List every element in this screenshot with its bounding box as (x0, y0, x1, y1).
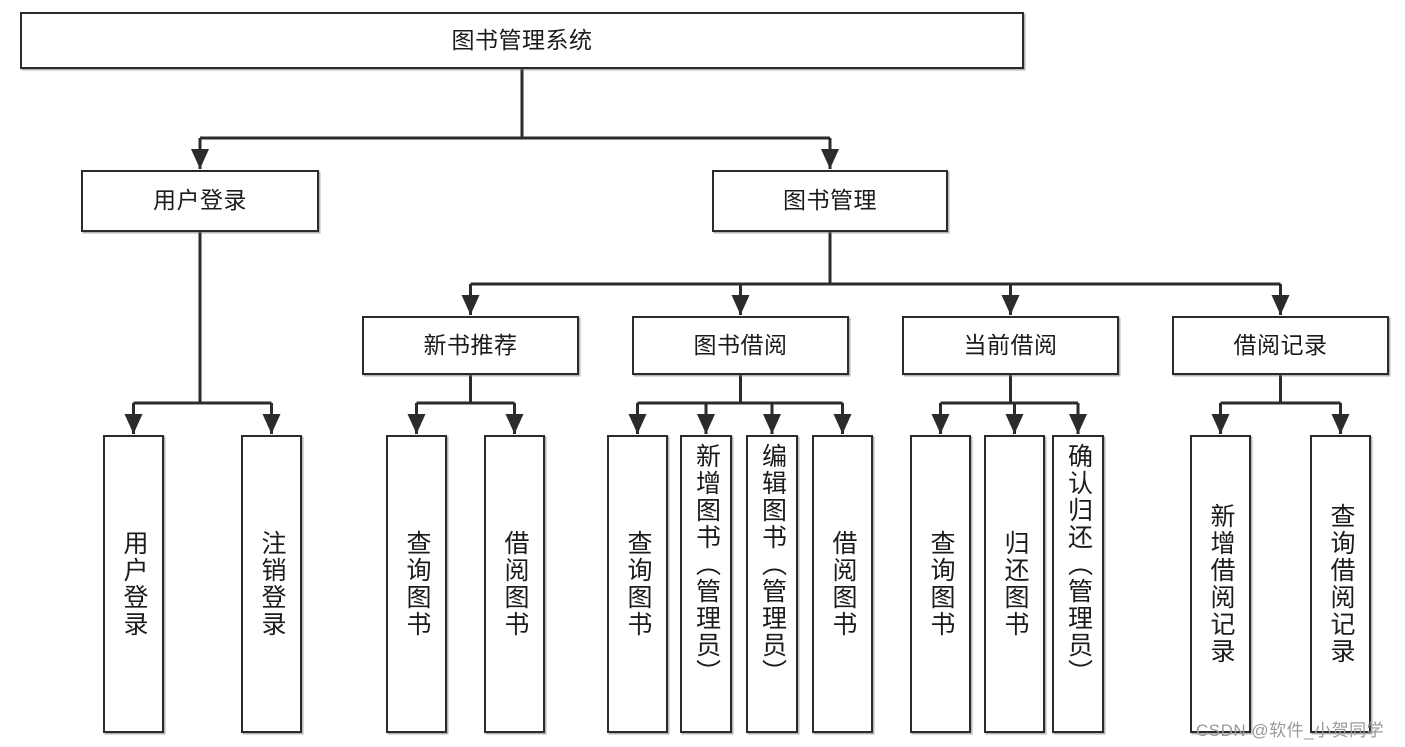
node-leaf_borrow_book_1[interactable]: 借阅图书 (484, 435, 545, 733)
arrowhead (461, 295, 480, 315)
node-label: 用户登录 (120, 530, 148, 638)
node-leaf_user_login[interactable]: 用户登录 (103, 435, 164, 733)
node-leaf_add_book[interactable]: 新增图书（管理员） (680, 435, 732, 733)
node-label: 查询图书 (403, 530, 431, 638)
node-label: 当前借阅 (963, 331, 1058, 358)
arrowhead (1005, 414, 1024, 434)
node-label: 查询借阅记录 (1327, 503, 1355, 665)
node-label: 编辑图书（管理员） (758, 443, 787, 686)
node-leaf_query_book_1[interactable]: 查询图书 (386, 435, 447, 733)
node-leaf_return_book[interactable]: 归还图书 (984, 435, 1045, 733)
node-current_borrow[interactable]: 当前借阅 (902, 316, 1119, 375)
arrowhead (1069, 414, 1087, 434)
arrowhead (821, 149, 839, 169)
arrowhead (1271, 295, 1290, 315)
arrowhead (505, 414, 524, 434)
node-label: 新增借阅记录 (1207, 503, 1235, 665)
node-label: 新增图书（管理员） (692, 443, 721, 686)
node-label: 确认归还（管理员） (1064, 443, 1093, 686)
node-leaf_edit_book[interactable]: 编辑图书（管理员） (746, 435, 798, 733)
node-label: 借阅记录 (1233, 331, 1328, 358)
arrowhead (697, 414, 715, 434)
node-label: 注销登录 (258, 530, 286, 638)
arrowhead (1001, 295, 1020, 315)
node-label: 用户登录 (153, 187, 247, 214)
arrowhead (124, 414, 143, 434)
node-leaf_query_book_3[interactable]: 查询图书 (910, 435, 971, 733)
node-label: 新书推荐 (423, 331, 518, 358)
node-root[interactable]: 图书管理系统 (20, 12, 1024, 69)
node-leaf_borrow_book_2[interactable]: 借阅图书 (812, 435, 873, 733)
node-book_borrow[interactable]: 图书借阅 (632, 316, 849, 375)
node-borrow_record[interactable]: 借阅记录 (1172, 316, 1389, 375)
arrowhead (1211, 414, 1230, 434)
node-new_book_rec[interactable]: 新书推荐 (362, 316, 579, 375)
arrowhead (628, 414, 647, 434)
node-user_login[interactable]: 用户登录 (81, 170, 319, 232)
arrowhead (191, 149, 209, 169)
node-label: 借阅图书 (501, 530, 529, 638)
node-book_manage[interactable]: 图书管理 (712, 170, 948, 232)
arrowhead (833, 414, 852, 434)
node-label: 归还图书 (1001, 530, 1029, 638)
node-leaf_user_logout[interactable]: 注销登录 (241, 435, 302, 733)
node-label: 借阅图书 (829, 530, 857, 638)
node-leaf_query_book_2[interactable]: 查询图书 (607, 435, 668, 733)
node-label: 查询图书 (624, 530, 652, 638)
node-label: 查询图书 (927, 530, 955, 638)
node-label: 图书管理系统 (451, 26, 593, 53)
arrowhead (763, 414, 781, 434)
arrowhead (1331, 414, 1350, 434)
node-leaf_query_record[interactable]: 查询借阅记录 (1310, 435, 1371, 733)
arrowhead (262, 414, 281, 434)
arrowhead (931, 414, 950, 434)
watermark: CSDN @软件_小贺同学 (1196, 721, 1385, 740)
arrowhead (731, 295, 750, 315)
node-leaf_add_record[interactable]: 新增借阅记录 (1190, 435, 1251, 733)
node-label: 图书借阅 (693, 331, 788, 358)
node-label: 图书管理 (783, 187, 877, 214)
node-leaf_confirm_return[interactable]: 确认归还（管理员） (1052, 435, 1104, 733)
arrowhead (407, 414, 426, 434)
